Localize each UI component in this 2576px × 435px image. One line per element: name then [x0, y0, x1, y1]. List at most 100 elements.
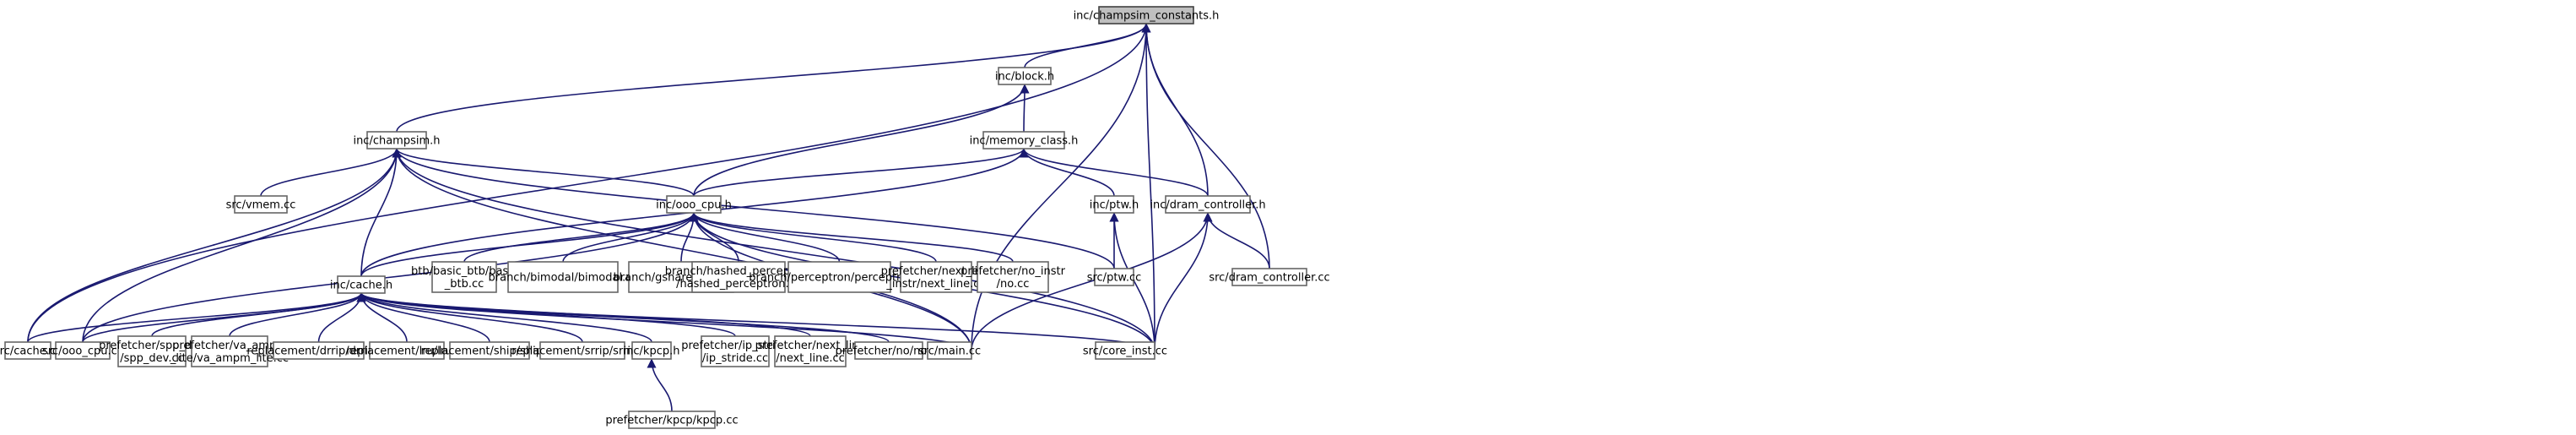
node-box	[1165, 195, 1251, 214]
node-inc-block-h[interactable]: inc/block.h	[995, 67, 1054, 85]
edge-maincc-to-const	[971, 23, 1151, 351]
node-box	[982, 131, 1065, 150]
edge-nextinstr-to-ooo	[689, 212, 937, 263]
node-prefetcher-kpcp-kpcp-cc[interactable]: prefetcher/kpcp/kpcp.cc	[605, 411, 739, 429]
node-box	[191, 335, 268, 367]
node-src-cache-cc[interactable]: src/cache.cc	[0, 341, 62, 360]
node-inc-champsim-constants-h[interactable]: inc/champsim_constants.h	[1074, 6, 1220, 24]
edge-sppdev-to-cacheh	[151, 292, 366, 337]
node-box	[854, 341, 923, 360]
edge-dramcc-to-const	[1141, 23, 1270, 269]
node-src-vmem-cc[interactable]: src/vmem.cc	[226, 195, 296, 214]
node-inc-ooo-cpu-h[interactable]: inc/ooo_cpu.h	[656, 195, 732, 214]
node-label: prefetcher/next_line	[881, 265, 992, 278]
node-label: prefetcher/next_line	[755, 340, 866, 352]
node-label: inc/ooo_cpu.h	[656, 199, 732, 212]
node-src-ptw-cc[interactable]: src/ptw.cc	[1087, 268, 1142, 286]
node-label: prefetcher/no/no.cc	[835, 345, 942, 358]
node-inc-kpcp-h[interactable]: inc/kpcp.h	[624, 341, 680, 360]
edge-ooocc-to-ooo	[82, 212, 699, 343]
node-prefetcher-spp-dev-spp-dev-cc[interactable]: prefetcher/spp_dev/spp_dev.cc	[99, 335, 205, 367]
node-box	[273, 341, 365, 360]
node-label: /hashed_perceptron.cc	[676, 278, 801, 291]
node-box	[1231, 268, 1307, 286]
node-prefetcher-va-ampm-lite-va-ampm-lite-cc[interactable]: prefetcher/va_ampm_lite/va_ampm_lite.cc	[170, 335, 289, 367]
node-label: prefetcher/no_instr	[961, 265, 1066, 278]
edge-cachecc-to-cacheh	[27, 292, 366, 343]
edge-maincc-to-dramh	[971, 212, 1213, 351]
node-label: replacement/drrip/drrip.cc	[246, 345, 390, 358]
edge-vaampm-to-cacheh	[229, 292, 366, 337]
node-box	[701, 335, 770, 367]
nodes: inc/champsim_constants.h inc/block.h inc/c…	[0, 6, 1330, 429]
node-label: replacement/srrip/srrip.cc	[511, 345, 652, 358]
node-label: prefetcher/kpcp/kpcp.cc	[605, 415, 738, 427]
node-prefetcher-next-line-next-line-cc[interactable]: prefetcher/next_line/next_line.cc	[755, 335, 866, 367]
node-inc-champsim-h[interactable]: inc/champsim.h	[353, 131, 441, 150]
node-inc-ptw-h[interactable]: inc/ptw.h	[1090, 195, 1139, 214]
edge-ipstride-to-cacheh	[356, 292, 736, 337]
node-label: src/cache.cc	[0, 345, 62, 358]
node-label: /next_line.cc	[776, 352, 845, 365]
node-inc-dram-controller-h[interactable]: inc/dram_controller.h	[1150, 195, 1266, 214]
node-box	[507, 261, 619, 293]
node-label: btb/basic_btb/basic	[411, 265, 517, 278]
node-label: inc/champsim_constants.h	[1074, 10, 1220, 23]
node-replacement-drrip-drrip-cc[interactable]: replacement/drrip/drrip.cc	[246, 341, 391, 360]
node-label: _btb.cc	[444, 278, 484, 291]
node-box	[117, 335, 187, 367]
node-box	[4, 341, 51, 360]
node-label: src/dram_controller.cc	[1209, 272, 1329, 285]
node-prefetcher-no-no-cc[interactable]: prefetcher/no/no.cc	[835, 341, 943, 360]
node-src-core-inst-cc[interactable]: src/core_inst.cc	[1083, 341, 1167, 360]
node-box	[691, 261, 786, 293]
node-label: src/main.cc	[918, 345, 981, 358]
node-box	[539, 341, 625, 360]
node-prefetcher-no-instr-no-cc[interactable]: prefetcher/no_instr/no.cc	[961, 261, 1066, 293]
node-branch-hashed-perceptron-hashed-perceptron-cc[interactable]: branch/hashed_perceptron/hashed_perceptr…	[665, 261, 813, 293]
edge-ptwh-to-memclass	[1019, 148, 1115, 197]
node-label: inc/memory_class.h	[970, 135, 1079, 148]
node-replacement-srrip-srrip-cc[interactable]: replacement/srrip/srrip.cc	[511, 341, 653, 360]
node-box	[431, 261, 497, 293]
node-box	[666, 195, 722, 214]
node-label: branch/bimodal/bimodal.cc	[489, 272, 638, 285]
node-replacement-lru-lru-cc[interactable]: replacement/lru/lru.cc	[346, 341, 468, 360]
node-src-ooo-cpu-cc[interactable]: src/ooo_cpu.cc	[42, 341, 123, 360]
node-label: prefetcher/spp_dev	[99, 340, 205, 352]
node-label: /no.cc	[997, 278, 1030, 291]
node-label: inc/block.h	[995, 71, 1054, 84]
node-replacement-ship-ship-cc[interactable]: replacement/ship/ship.cc	[421, 341, 559, 360]
edge-cacheh-to-ooo	[360, 212, 699, 277]
node-label: inc/cache.h	[330, 280, 392, 292]
node-label: src/core_inst.cc	[1083, 345, 1167, 358]
node-label: replacement/ship/ship.cc	[421, 345, 559, 358]
node-label: src/ptw.cc	[1087, 272, 1142, 285]
node-label: replacement/lru/lru.cc	[346, 345, 468, 358]
node-label: _instr/next_line.cc	[885, 278, 985, 291]
node-box	[998, 67, 1052, 85]
node-box	[1098, 6, 1194, 24]
node-box	[927, 341, 972, 360]
node-branch-bimodal-bimodal-cc[interactable]: branch/bimodal/bimodal.cc	[489, 261, 638, 293]
node-inc-memory-class-h[interactable]: inc/memory_class.h	[970, 131, 1079, 150]
node-prefetcher-ip-stride-ip-stride-cc[interactable]: prefetcher/ip_stride/ip_stride.cc	[681, 335, 789, 367]
node-label: prefetcher/va_ampm	[172, 340, 287, 352]
node-src-dram-controller-cc[interactable]: src/dram_controller.cc	[1209, 268, 1330, 286]
node-box	[774, 335, 847, 367]
node-btb-basic-btb-basic-btb-cc[interactable]: btb/basic_btb/basic_btb.cc	[411, 261, 517, 293]
node-box	[55, 341, 111, 360]
node-label: inc/champsim.h	[353, 135, 440, 148]
node-inc-cache-h[interactable]: inc/cache.h	[330, 275, 392, 294]
edge-maincc-to-cacheh	[356, 292, 972, 351]
node-box	[900, 261, 972, 293]
node-prefetcher-next-line-instr-next-line-cc[interactable]: prefetcher/next_line_instr/next_line.cc	[881, 261, 992, 293]
node-label: _lite/va_ampm_lite.cc	[170, 352, 289, 365]
node-src-main-cc[interactable]: src/main.cc	[918, 341, 981, 360]
edge-coreinst-to-cacheh	[356, 292, 1155, 351]
node-box	[628, 411, 716, 429]
edge-ship-to-cacheh	[356, 292, 490, 343]
edge-btb-to-ooo	[463, 212, 699, 263]
node-branch-perceptron-perceptron-cc[interactable]: branch/perceptron/perceptron.cc	[749, 261, 930, 293]
